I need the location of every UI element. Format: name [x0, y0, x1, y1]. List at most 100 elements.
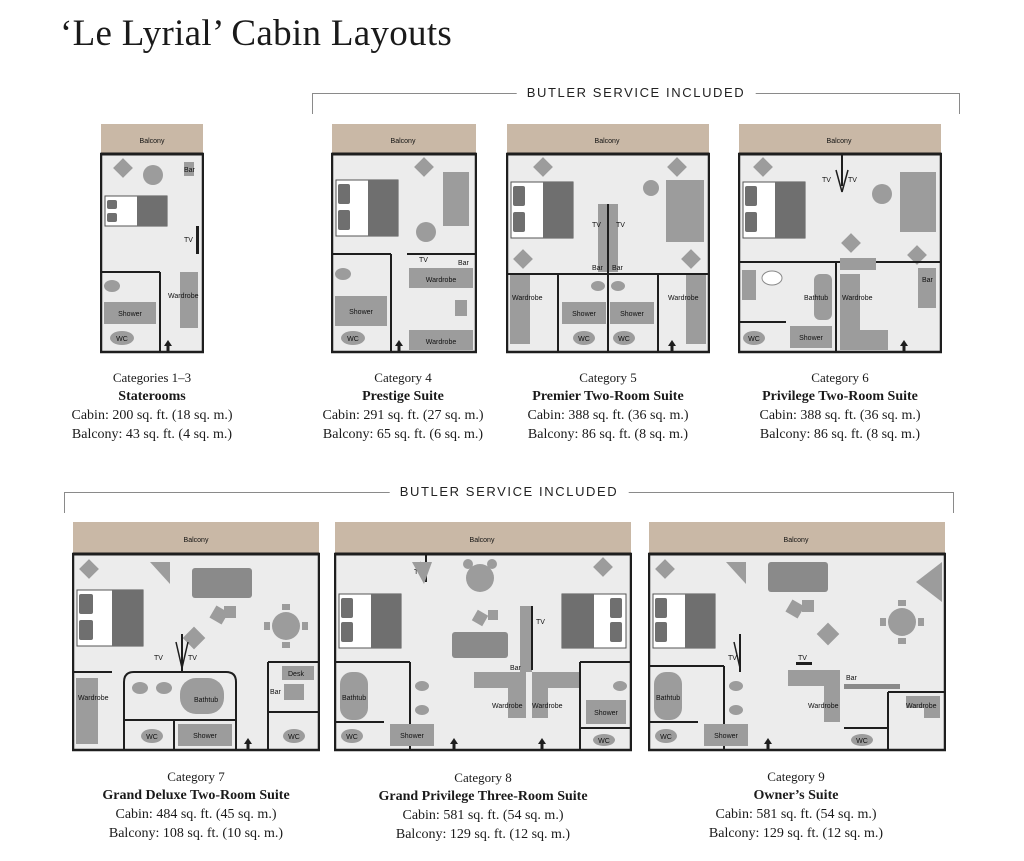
- wardrobe-2: [906, 696, 940, 718]
- shower-label: Shower: [118, 311, 142, 318]
- shower-label-2: Shower: [620, 311, 644, 318]
- shower-2: [610, 302, 654, 324]
- sofa: [452, 632, 508, 658]
- balcony-area: [101, 124, 203, 154]
- cabin-name: Prestige Suite: [362, 389, 444, 404]
- wardrobe-label: Wardrobe: [78, 695, 109, 702]
- caption-prestige-suite: Category 4 Prestige Suite Cabin: 291 sq.…: [323, 368, 484, 444]
- bar-label: Bar: [184, 167, 196, 174]
- category-label: Category 7: [167, 769, 225, 784]
- balcony-area: [335, 522, 631, 554]
- balcony-area-text: Balcony: 43 sq. ft. (4 sq. m.): [71, 427, 233, 442]
- wc: [341, 331, 365, 345]
- wc-label-2: WC: [856, 738, 868, 745]
- sofa: [192, 568, 252, 598]
- wardrobe-label: Wardrobe: [492, 703, 523, 710]
- balcony-label: Balcony: [184, 537, 209, 544]
- bar-label: Bar: [458, 260, 470, 267]
- wardrobe-label: Wardrobe: [808, 703, 839, 710]
- floorplan-grand-privilege-three-room-suite: Balcony TV TV Bar Bathtub Wardrobe Wardr…: [334, 522, 632, 752]
- wardrobe-2: [532, 672, 580, 718]
- bathtub: [814, 274, 832, 320]
- wardrobe-label-2: Wardrobe: [906, 703, 937, 710]
- cabin-area: Cabin: 388 sq. ft. (36 sq. m.): [527, 408, 689, 423]
- round-table: [143, 165, 163, 185]
- bathtub: [654, 672, 682, 720]
- shower: [104, 302, 156, 324]
- balcony-area-text: Balcony: 86 sq. ft. (8 sq. m.): [527, 427, 689, 442]
- wc-label-2: WC: [288, 734, 300, 741]
- tv-label: TV: [184, 237, 193, 244]
- floorplan-privilege-two-room-suite: Balcony TV TV Bathtub Wardrobe Bar Showe…: [738, 124, 942, 354]
- sofa: [768, 562, 828, 592]
- caption-staterooms: Categories 1–3 Staterooms Cabin: 200 sq.…: [72, 368, 233, 444]
- balcony-area-text: Balcony: 108 sq. ft. (10 sq. m.): [108, 826, 284, 841]
- bar: [184, 162, 194, 176]
- entrance-arrow: [166, 345, 170, 352]
- butler-bracket-bottom: BUTLER SERVICE INCLUDED: [64, 484, 954, 513]
- balcony-area-text: Balcony: 129 sq. ft. (12 sq. m.): [708, 826, 884, 841]
- entrance-arrow-2: [540, 743, 544, 750]
- sofa: [666, 180, 704, 242]
- balcony-label: Balcony: [140, 138, 165, 145]
- tv-label-2: TV: [798, 655, 807, 662]
- category-label: Category 4: [374, 370, 432, 385]
- wardrobe-label: Wardrobe: [426, 277, 457, 284]
- caption-privilege-two-room-suite: Category 6 Privilege Two-Room Suite Cabi…: [760, 368, 921, 444]
- entrance-arrow: [766, 743, 770, 750]
- balcony-area: [73, 522, 319, 554]
- wc-label: WC: [748, 336, 760, 343]
- cabin-name: Privilege Two-Room Suite: [762, 389, 918, 404]
- wardrobe-label-2: Wardrobe: [532, 703, 563, 710]
- wardrobe-label: Wardrobe: [168, 293, 199, 300]
- tv-label: TV: [822, 177, 831, 184]
- bar-label: Bar: [510, 665, 522, 672]
- balcony-area: [332, 124, 476, 154]
- floorplan-staterooms: Balcony Bar TV Wardrobe Shower WC: [100, 124, 204, 354]
- bathtub: [340, 672, 368, 720]
- tv-label: TV: [728, 655, 737, 662]
- wardrobe: [409, 268, 473, 288]
- butler-bracket-top: BUTLER SERVICE INCLUDED: [312, 85, 960, 114]
- balcony-label: Balcony: [827, 138, 852, 145]
- wardrobe: [788, 670, 840, 722]
- wardrobe-label: Wardrobe: [512, 295, 543, 302]
- cabin-name: Grand Deluxe Two-Room Suite: [102, 788, 290, 803]
- shower: [562, 302, 606, 324]
- shower-label: Shower: [799, 335, 823, 342]
- entrance-arrow: [670, 345, 674, 352]
- shower-label: Shower: [400, 733, 424, 740]
- shower: [704, 724, 748, 746]
- shower-2: [586, 700, 626, 724]
- floorplan-premier-two-room-suite: Balcony TV TV Bar Bar Wardrobe Wardrobe …: [506, 124, 710, 354]
- balcony-area-text: Balcony: 129 sq. ft. (12 sq. m.): [395, 827, 571, 842]
- wardrobe: [180, 272, 198, 328]
- shower: [790, 326, 832, 348]
- cabin-area: Cabin: 581 sq. ft. (54 sq. m.): [715, 807, 877, 822]
- wardrobe-2: [409, 330, 473, 350]
- balcony-label: Balcony: [784, 537, 809, 544]
- category-label: Categories 1–3: [112, 370, 192, 385]
- bathtub-label: Bathtub: [194, 697, 218, 704]
- wardrobe-label-2: Wardrobe: [426, 339, 457, 346]
- category-label: Category 9: [767, 769, 825, 784]
- desk: [282, 666, 314, 680]
- balcony-label: Balcony: [470, 537, 495, 544]
- shower-label: Shower: [714, 733, 738, 740]
- cabin-area: Cabin: 581 sq. ft. (54 sq. m.): [402, 808, 564, 823]
- wc-label: WC: [346, 734, 358, 741]
- bathtub: [180, 678, 224, 714]
- balcony-label: Balcony: [391, 138, 416, 145]
- cabin-name: Premier Two-Room Suite: [532, 389, 684, 404]
- wardrobe: [76, 678, 98, 744]
- entrance-arrow: [902, 345, 906, 352]
- floorplan-prestige-suite: Balcony TV Bar Wardrobe Wardrobe Shower …: [331, 124, 477, 354]
- floorplan-owners-suite: Balcony TV TV Bar Wardrobe Wardrobe Bath…: [648, 522, 946, 752]
- cabin-name: Grand Privilege Three-Room Suite: [378, 789, 588, 804]
- cabin-area: Cabin: 484 sq. ft. (45 sq. m.): [115, 807, 277, 822]
- balcony-area: [649, 522, 945, 554]
- tv-label: TV: [419, 257, 428, 264]
- bathtub-label: Bathtub: [804, 295, 828, 302]
- shower-label-2: Shower: [594, 710, 618, 717]
- cabin-area: Cabin: 200 sq. ft. (18 sq. m.): [71, 408, 233, 423]
